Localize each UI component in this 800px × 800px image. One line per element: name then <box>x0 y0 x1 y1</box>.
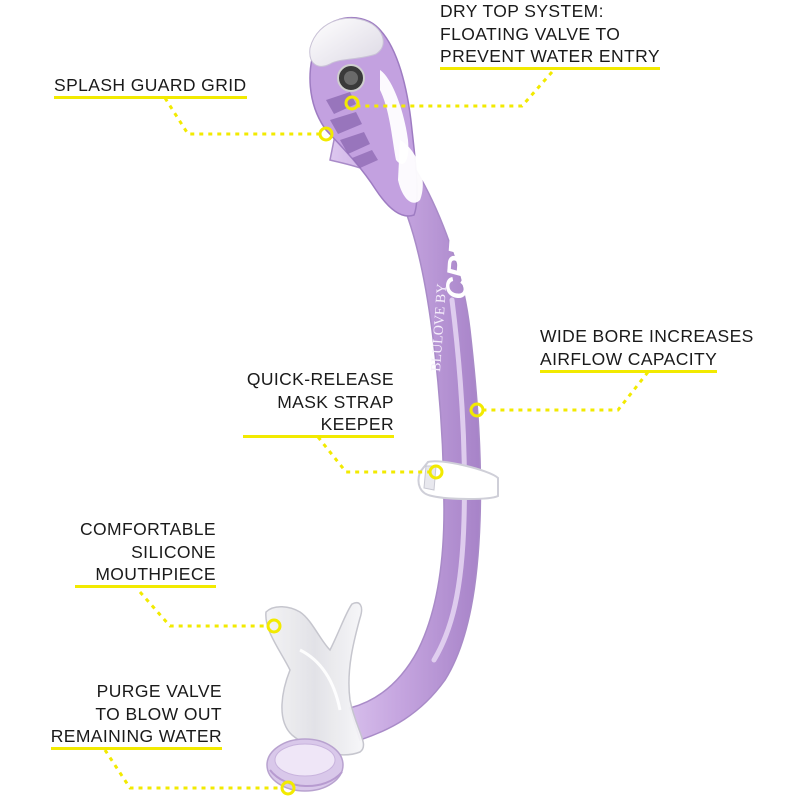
clear-mouthpiece <box>265 602 365 756</box>
callout-mouthpiece-line-2: SILICONE <box>131 541 216 562</box>
callout-wide-bore: WIDE BORE INCREASES AIRFLOW CAPACITY <box>540 325 754 373</box>
leader-mouthpiece <box>138 591 268 628</box>
leader-wide-bore <box>484 371 650 412</box>
leader-purge-valve <box>103 749 282 790</box>
callout-quick-release-line-2: MASK STRAP <box>277 391 394 412</box>
marker-purge-valve <box>280 780 296 796</box>
callout-purge-valve-line-2: TO BLOW OUT <box>95 703 222 724</box>
callout-leaders <box>103 71 650 790</box>
callout-mouthpiece-line-3: MOUTHPIECE <box>75 563 216 588</box>
callout-mouthpiece-line-1: COMFORTABLE <box>80 519 216 539</box>
callout-markers <box>266 95 485 796</box>
marker-quick-release <box>428 464 444 480</box>
leader-dry-top <box>358 71 554 108</box>
callout-splash-guard: SPLASH GUARD GRID <box>54 74 247 99</box>
dry-top-head <box>309 16 423 217</box>
marker-dry-top <box>344 95 360 111</box>
model-print: BLULOVE BY <box>429 283 450 372</box>
callout-wide-bore-line-2: AIRFLOW CAPACITY <box>540 348 718 373</box>
marker-wide-bore <box>469 402 485 418</box>
callout-quick-release-line-1: QUICK-RELEASE <box>246 369 394 389</box>
callout-purge-valve: PURGE VALVE TO BLOW OUT REMAINING WATER <box>50 680 222 750</box>
purge-valve <box>266 738 344 792</box>
marker-splash-guard <box>318 126 334 142</box>
brand-print: CRESSI <box>440 186 481 300</box>
callout-purge-valve-line-1: PURGE VALVE <box>96 681 222 701</box>
leader-splash-guard <box>163 97 320 136</box>
marker-mouthpiece <box>266 618 282 634</box>
callout-quick-release: QUICK-RELEASE MASK STRAP KEEPER <box>242 368 394 438</box>
strap-keeper <box>417 460 499 500</box>
callout-mouthpiece: COMFORTABLE SILICONE MOUTHPIECE <box>75 518 216 588</box>
callout-dry-top-line-2: FLOATING VALVE TO <box>440 23 621 44</box>
callout-dry-top: DRY TOP SYSTEM: FLOATING VALVE TO PREVEN… <box>440 0 660 70</box>
callout-dry-top-line-1: DRY TOP SYSTEM: <box>440 1 604 21</box>
callout-dry-top-line-3: PREVENT WATER ENTRY <box>440 45 660 70</box>
callout-purge-valve-line-3: REMAINING WATER <box>50 725 222 750</box>
callout-splash-guard-line-1: SPLASH GUARD GRID <box>54 74 247 99</box>
callout-quick-release-line-3: KEEPER <box>242 413 394 438</box>
callout-wide-bore-line-1: WIDE BORE INCREASES <box>540 326 754 346</box>
leader-quick-release <box>316 436 430 474</box>
